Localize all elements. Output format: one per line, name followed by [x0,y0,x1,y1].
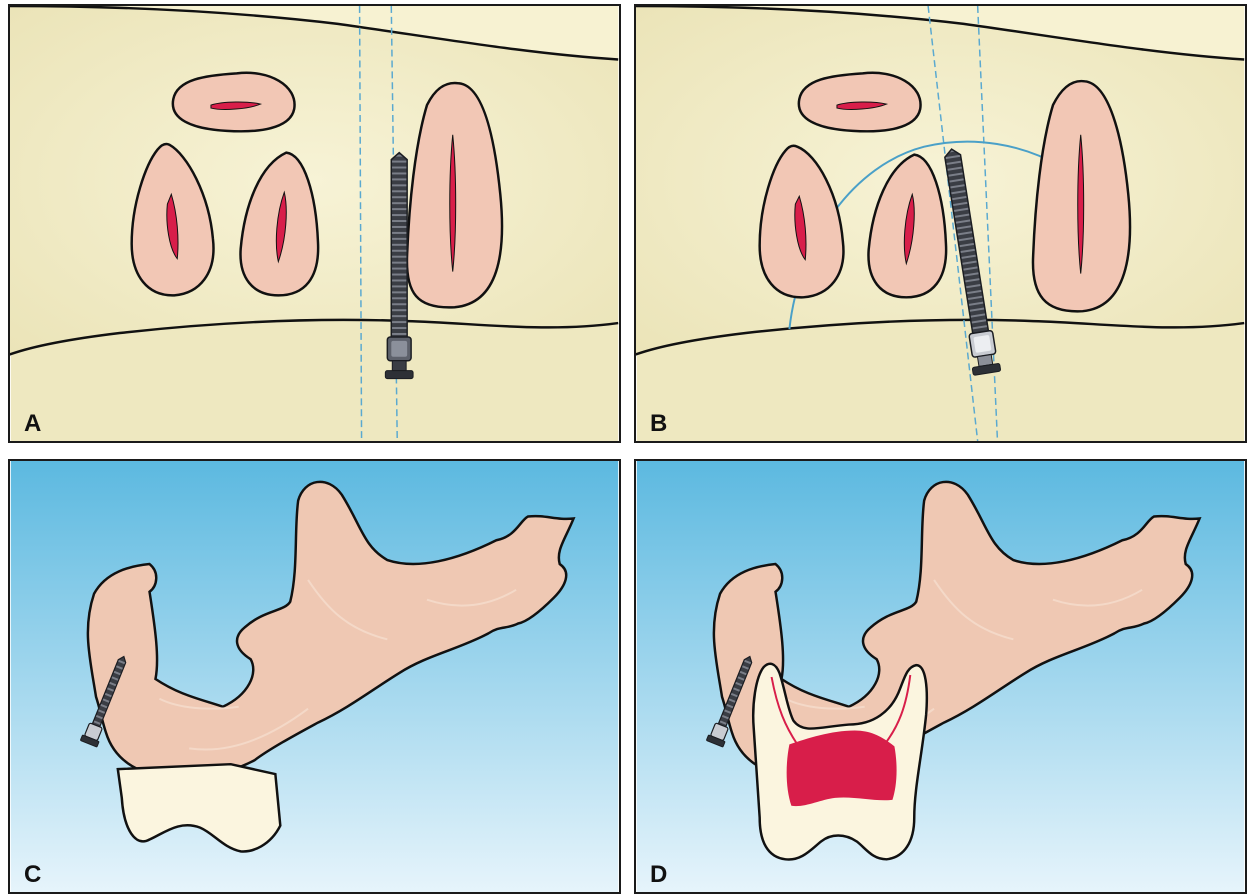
root-canal [450,135,456,272]
panel-label: A [24,410,41,438]
root-canal [1078,135,1084,274]
panel-d: D [634,459,1247,894]
bone-region [636,6,1244,355]
panel-c: C [8,459,621,894]
panel-a: A [8,4,621,443]
panel-c-illustration [10,461,619,892]
panel-d-illustration [636,461,1245,892]
panel-label: C [24,861,41,889]
panel-b-illustration [636,6,1245,441]
panel-b: B [634,4,1247,443]
bone-region [10,6,618,355]
panel-label: B [650,410,667,438]
pulp-chamber [787,730,897,806]
panel-a-illustration [10,6,619,441]
panel-label: D [650,861,667,889]
